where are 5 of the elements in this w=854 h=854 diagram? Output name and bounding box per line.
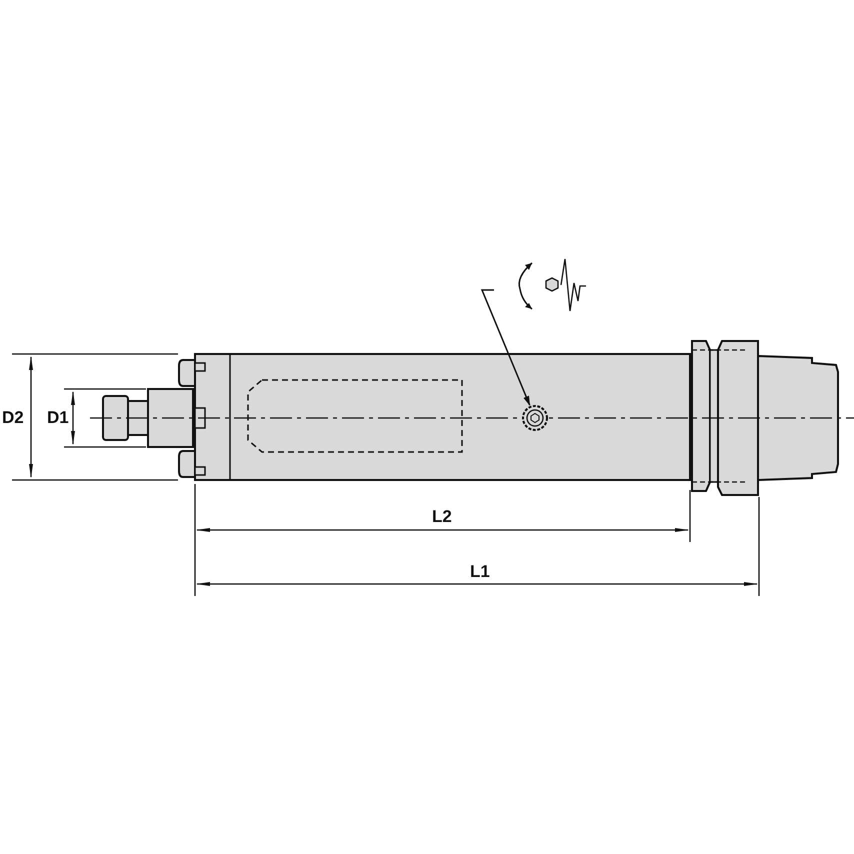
dimension-label: L1 xyxy=(468,563,492,580)
dimension-label: L2 xyxy=(430,508,454,525)
dimension-label: D2 xyxy=(0,409,26,426)
dimension-label: D1 xyxy=(45,409,71,426)
leader-line xyxy=(480,289,530,406)
